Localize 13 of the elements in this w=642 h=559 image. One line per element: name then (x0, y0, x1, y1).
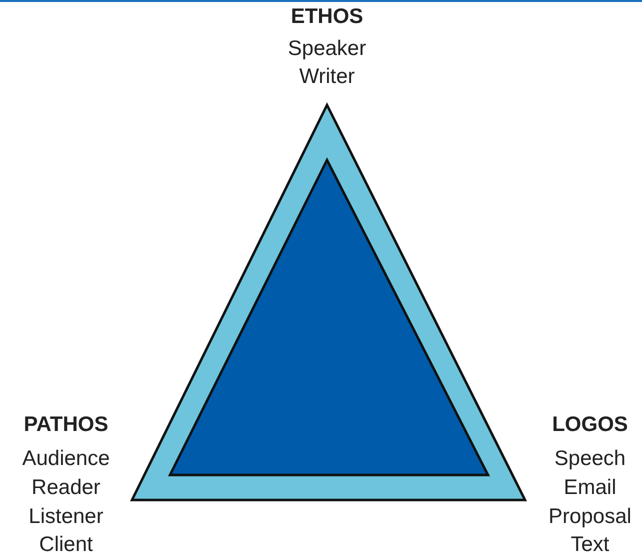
vertex-item: Email (564, 475, 616, 501)
vertex-item: Client (39, 532, 93, 558)
vertex-item: Listener (28, 504, 104, 530)
vertex-item: Speaker (288, 36, 366, 62)
vertex-heading: LOGOS (552, 412, 628, 438)
vertex-heading: ETHOS (290, 4, 364, 30)
vertex-item: Writer (299, 64, 355, 90)
vertex-item: Proposal (548, 504, 632, 530)
vertex-item: Speech (554, 446, 626, 472)
vertex-item: Audience (22, 446, 110, 472)
vertex-item: Reader (32, 475, 100, 501)
vertex-item: Text (570, 532, 610, 558)
vertex-heading: PATHOS (24, 412, 108, 438)
